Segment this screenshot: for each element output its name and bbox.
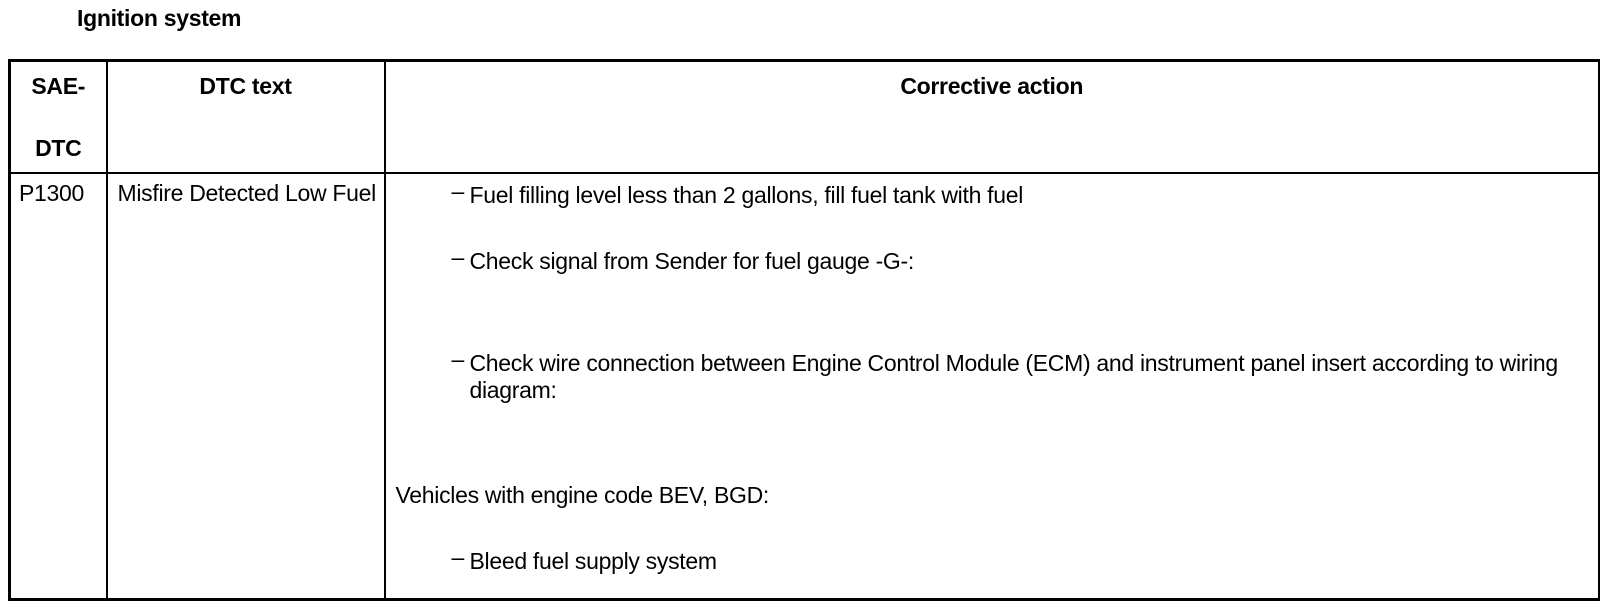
header-corrective-action: Corrective action xyxy=(383,59,1600,174)
dash-bullet: – xyxy=(451,346,465,372)
action-item-2: – Check signal from Sender for fuel gaug… xyxy=(452,244,1559,275)
header-dtc-text-label: DTC text xyxy=(199,73,292,99)
dtc-code: P1300 xyxy=(8,172,108,601)
table-header-row: SAE- DTC DTC text Corrective action xyxy=(8,59,1600,174)
action-text-2: Check signal from Sender for fuel gauge … xyxy=(469,248,915,274)
dtc-table: SAE- DTC DTC text Corrective action P130… xyxy=(8,59,1600,601)
dash-bullet: – xyxy=(451,544,465,570)
dtc-description: Misfire Detected Low Fuel xyxy=(105,172,386,601)
section-title: Ignition system xyxy=(77,5,242,31)
header-dtc-text: DTC text xyxy=(105,59,386,174)
header-sae-line1: SAE- xyxy=(31,73,86,99)
action-text-3: Check wire connection between Engine Con… xyxy=(469,350,1559,403)
action-text-1: Fuel filling level less than 2 gallons, … xyxy=(469,182,1024,208)
action-text-4: Bleed fuel supply system xyxy=(469,548,718,574)
vehicles-note: Vehicles with engine code BEV, BGD: xyxy=(395,482,770,508)
header-sae-dtc: SAE- DTC xyxy=(8,59,108,174)
header-sae-line2: DTC xyxy=(35,135,82,161)
action-item-1: – Fuel filling level less than 2 gallons… xyxy=(452,178,1559,209)
dash-bullet: – xyxy=(451,178,465,204)
action-item-4: – Bleed fuel supply system xyxy=(452,544,1559,575)
action-item-3: – Check wire connection between Engine C… xyxy=(452,346,1559,404)
corrective-action-cell: – Fuel filling level less than 2 gallons… xyxy=(383,172,1600,601)
table-row: P1300 Misfire Detected Low Fuel – Fuel f… xyxy=(8,172,1600,601)
dash-bullet: – xyxy=(451,244,465,270)
header-corrective-action-label: Corrective action xyxy=(900,73,1084,99)
